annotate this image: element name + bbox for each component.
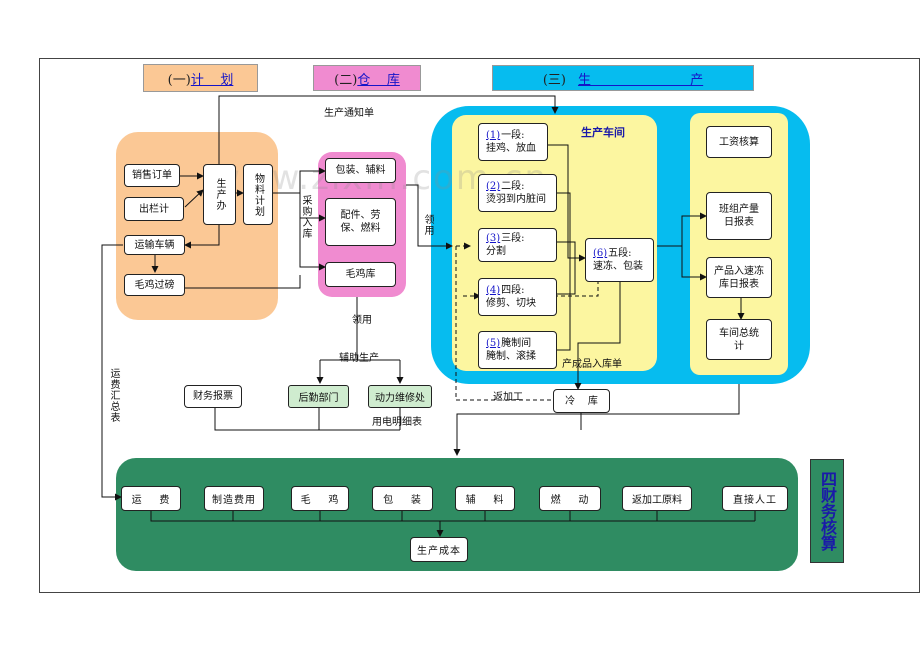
- segment-4-box[interactable]: (4)四段: 修剪、切块: [478, 278, 557, 316]
- segment-3-desc: 分割: [486, 246, 506, 257]
- product-in-slip-label: 产成品入库单: [562, 359, 622, 370]
- transport-vehicle-box[interactable]: 运输车辆: [124, 235, 185, 255]
- segment-4-desc: 修剪、切块: [486, 298, 536, 309]
- segment-4-name: 四段:: [501, 285, 525, 296]
- cold-store-box[interactable]: 冷 库: [553, 389, 610, 413]
- out-pen-plan-box[interactable]: 出栏计: [124, 197, 184, 221]
- live-chicken-store-box[interactable]: 毛鸡库: [325, 262, 396, 287]
- finance-banner-title[interactable]: 四财务核算: [818, 471, 837, 551]
- segment-5-index[interactable]: (5): [486, 338, 501, 349]
- production-banner-number: (三): [542, 72, 566, 88]
- requisition-main-label: 领用: [422, 214, 433, 236]
- logistics-box[interactable]: 后勤部门: [288, 385, 349, 408]
- segment-1-box[interactable]: (1)一段: 挂鸡、放血: [478, 123, 548, 161]
- elec-detail-label: 用电明细表: [372, 417, 422, 428]
- aux-production-label: 辅助生产: [339, 353, 379, 364]
- plan-banner-title[interactable]: 计 划: [190, 72, 234, 88]
- maintenance-box[interactable]: 动力维修处: [368, 385, 432, 408]
- weighing-box[interactable]: 毛鸡过磅: [124, 274, 185, 296]
- segment-3-name: 三段:: [501, 233, 525, 244]
- segment-1-desc: 挂鸡、放血: [486, 143, 536, 154]
- material-plan-box[interactable]: 物料计划: [243, 164, 273, 225]
- finance-report-box[interactable]: 财务报票: [184, 385, 242, 408]
- segment-2-index[interactable]: (2): [486, 181, 501, 192]
- warehouse-banner: (二) 仓 库: [313, 65, 421, 91]
- finance-item-auxiliary[interactable]: 辅 料: [455, 486, 515, 511]
- segment-1-name: 一段:: [501, 130, 525, 141]
- finance-item-fuel-power[interactable]: 燃 动: [539, 486, 601, 511]
- segment-5-desc: 腌制、滚揉: [486, 351, 536, 362]
- finance-banner: 四财务核算: [810, 459, 844, 563]
- rework-label: 返加工: [493, 392, 523, 403]
- sales-order-box[interactable]: 销售订单: [124, 164, 180, 187]
- warehouse-banner-title[interactable]: 仓 库: [357, 72, 400, 88]
- segment-4-index[interactable]: (4): [486, 285, 501, 296]
- plan-banner-number: (一): [167, 72, 191, 88]
- packaging-box[interactable]: 包装、辅料: [325, 158, 396, 183]
- purchase-in-label: 采购入库: [300, 195, 311, 239]
- segment-1-index[interactable]: (1): [486, 130, 501, 141]
- freight-summary-label: 运费汇总表: [108, 368, 119, 423]
- product-storage-box[interactable]: 产品入速冻库日报表: [706, 257, 772, 298]
- production-notice-label: 生产通知单: [324, 108, 374, 119]
- segment-6-name: 五段:: [608, 248, 632, 259]
- finance-item-freight[interactable]: 运 费: [121, 486, 181, 511]
- segment-6-box[interactable]: (6)五段: 速冻、包装: [585, 238, 654, 282]
- production-office-box[interactable]: 生产办: [203, 164, 236, 225]
- finance-item-packaging[interactable]: 包 装: [372, 486, 433, 511]
- segment-3-box[interactable]: (3)三段: 分割: [478, 228, 557, 262]
- production-banner: (三) 生 产: [492, 65, 754, 91]
- parts-box[interactable]: 配件、劳保、燃料: [325, 198, 396, 246]
- segment-6-desc: 速冻、包装: [593, 261, 643, 272]
- segment-5-box[interactable]: (5)腌制间 腌制、滚揉: [478, 331, 557, 369]
- segment-3-index[interactable]: (3): [486, 233, 501, 244]
- workshop-title: 生产车间: [581, 126, 625, 139]
- finance-item-direct-labor[interactable]: 直接人工: [722, 486, 788, 511]
- plan-banner: (一) 计 划: [143, 64, 258, 92]
- segment-2-name: 二段:: [501, 181, 525, 192]
- finance-item-rework-material[interactable]: 返加工原料: [622, 486, 692, 511]
- team-output-box[interactable]: 班组产量日报表: [706, 192, 772, 240]
- segment-2-box[interactable]: (2)二段: 烫羽到内脏间: [478, 174, 557, 212]
- requisition-lower-label: 领用: [352, 315, 372, 326]
- finance-item-live-chicken[interactable]: 毛 鸡: [291, 486, 349, 511]
- segment-5-name: 腌制间: [501, 338, 532, 349]
- wage-box[interactable]: 工资核算: [706, 126, 772, 158]
- production-banner-title[interactable]: 生 产: [577, 72, 704, 88]
- workshop-stats-box[interactable]: 车间总统计: [706, 319, 772, 360]
- warehouse-banner-number: (二): [334, 72, 358, 88]
- finance-item-manufacturing[interactable]: 制造费用: [204, 486, 264, 511]
- production-cost-box[interactable]: 生产成本: [410, 537, 468, 562]
- segment-2-desc: 烫羽到内脏间: [486, 194, 546, 205]
- segment-6-index[interactable]: (6): [593, 248, 608, 259]
